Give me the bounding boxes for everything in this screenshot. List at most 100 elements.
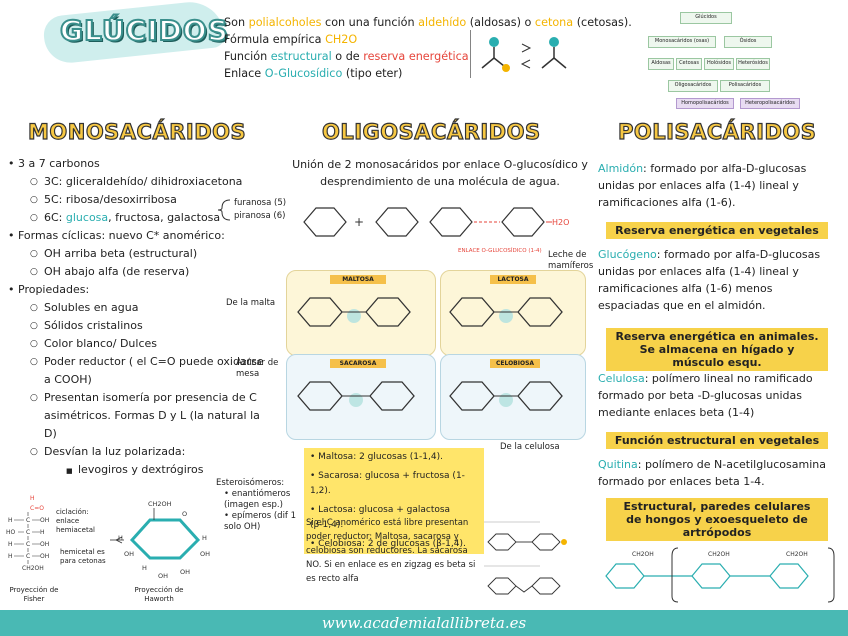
list-item: • Celobiosa: 2 de glucosas (β-1,4).: [304, 535, 484, 554]
svg-text:OH: OH: [158, 572, 168, 580]
svg-text:H: H: [30, 495, 35, 502]
glucogeno-text: Glucógeno: formado por alfa-D-glucosas u…: [598, 248, 821, 312]
polysaccharide-chain: CH2OH CH2OH CH2OH: [605, 547, 835, 603]
svg-text:+: +: [354, 215, 364, 229]
almidon-text: Almidón: formado por alfa-D-glucosas uni…: [598, 162, 807, 209]
list-item: OH abajo alfa (de reserva): [8, 263, 278, 281]
concept-holosidos: Holósidos: [704, 58, 734, 70]
poly-title: POLISACÁRIDOS: [617, 119, 817, 144]
list-item: 3 a 7 carbonos: [8, 155, 278, 173]
svg-text:H: H: [8, 541, 13, 548]
oligo-title: OLIGOSACÁRIDOS: [321, 119, 541, 144]
svg-text:C=O: C=O: [30, 505, 44, 512]
concept-mono: Monosacáridos (osas): [648, 36, 716, 48]
glucogeno-highlight: Reserva energética en animales. Se almac…: [606, 328, 828, 371]
svg-text:O: O: [182, 510, 187, 518]
concept-cetosas: Cetosas: [676, 58, 702, 70]
svg-text:CH2OH: CH2OH: [786, 551, 808, 558]
svg-text:OH: OH: [40, 553, 49, 560]
zigzag-structures: [484, 521, 567, 595]
ciclacion-label: ciclación: enlace hemiacetal: [56, 508, 95, 534]
celulosa-text: Celulosa: polímero lineal no ramificado …: [598, 372, 813, 419]
svg-text:CH2OH: CH2OH: [148, 500, 172, 508]
enantiomeros-item: • enantiómeros (imagen esp.): [224, 489, 291, 510]
list-item: levogiros y dextrógiros: [8, 461, 278, 480]
label-de-la-malta: De la malta: [226, 298, 276, 308]
svg-text:C: C: [26, 529, 30, 536]
fisher-projection: H C=O H C OH HO C H H C OH H C OH CH2OH: [6, 495, 49, 572]
svg-text:OH: OH: [200, 550, 210, 558]
svg-text:CH2OH: CH2OH: [708, 551, 730, 558]
label-leche: Leche de mamíferos: [548, 250, 594, 271]
svg-text:H: H: [40, 529, 45, 536]
mono-list: 3 a 7 carbonos 3C: gliceraldehído/ dihid…: [8, 155, 278, 480]
furanosa-label: furanosa (5): [234, 198, 287, 208]
estereoisomeros-box: Esteroisómeros: • enantiómeros (imagen e…: [216, 478, 300, 533]
panel-label-sacarosa: SACAROSA: [330, 359, 386, 368]
mono-title: MONOSACÁRIDOS: [27, 119, 247, 144]
list-item: Formas cíclicas: nuevo C* anomérico:: [8, 227, 278, 245]
brace-icon: [217, 199, 231, 221]
concept-aldosas: Aldosas: [648, 58, 674, 70]
list-item: OH arriba beta (estructural): [8, 245, 278, 263]
concept-osidos: Ósidos: [724, 36, 772, 48]
svg-text:ENLACE O-GLUCOSÍDICO (1-4): ENLACE O-GLUCOSÍDICO (1-4): [458, 247, 542, 254]
svg-text:OH: OH: [180, 568, 190, 576]
fisher-label: Proyección de Fisher: [9, 586, 59, 603]
hemicetal-label: hemicetal es para cetonas: [60, 548, 106, 565]
svg-text:HO: HO: [6, 529, 16, 536]
svg-text:H: H: [8, 517, 13, 524]
svg-text:C: C: [26, 541, 30, 548]
svg-text:CH2OH: CH2OH: [632, 551, 654, 558]
disaccharide-structures: [297, 297, 563, 411]
list-item: 3C: gliceraldehído/ dihidroxiacetona: [8, 173, 278, 191]
quitina-text: Quitina: polímero de N-acetilglucosamina…: [598, 458, 826, 488]
footer-url[interactable]: www.academialallibreta.es: [0, 610, 848, 636]
piranosa-label: piranosa (6): [234, 211, 286, 221]
list-item: Desvían la luz polarizada:: [8, 443, 278, 461]
svg-text:C: C: [26, 553, 30, 560]
svg-text:H: H: [202, 534, 207, 542]
concept-oligo: Oligosacáridos: [668, 80, 718, 92]
quitina-highlight: Estructural, paredes celulares de hongos…: [606, 498, 828, 541]
concept-hetero: Heteropolisacáridos: [740, 98, 800, 109]
concept-homo: Homopolisacáridos: [676, 98, 734, 109]
label-azucar: Azúcar de mesa: [236, 358, 279, 379]
haworth-label: Proyección de Haworth: [134, 586, 184, 603]
almidon-highlight: Reserva energética en vegetales: [606, 222, 828, 239]
svg-text:OH: OH: [124, 550, 134, 558]
oligo-summary: • Maltosa: 2 glucosas (1-1,4). • Sacaros…: [304, 448, 484, 554]
list-item: Sólidos cristalinos: [8, 317, 278, 335]
list-item: Presentan isomería por presencia de C as…: [8, 389, 264, 443]
concept-poli: Polisacáridos: [720, 80, 770, 92]
list-item: Propiedades:: [8, 281, 278, 299]
intro-text: Son polialcoholes con una función aldehí…: [224, 16, 632, 80]
epimeros-item: • epímeros (dif 1 solo OH): [224, 511, 297, 532]
svg-text:C: C: [26, 517, 30, 524]
panel-label-celobiosa: CELOBIOSA: [490, 359, 540, 368]
svg-text:OH: OH: [40, 541, 49, 548]
list-item: 6C: glucosa, fructosa, galactosa: [8, 209, 278, 227]
oligo-desc: Unión de 2 monosacáridos por enlace O-gl…: [292, 158, 588, 188]
svg-text:CH2OH: CH2OH: [22, 565, 44, 572]
list-item: 5C: ribosa/desoxirribosa: [8, 191, 278, 209]
estereoisomeros-title: Esteroisómeros:: [216, 478, 285, 488]
panel-maltosa: [286, 270, 436, 356]
list-item: Color blanco/ Dulces: [8, 335, 278, 353]
svg-text:H: H: [142, 564, 147, 572]
list-item: • Lactosa: glucosa + galactosa (β-1,4).: [304, 501, 484, 535]
svg-text:H: H: [8, 553, 13, 560]
list-item: • Sacarosa: glucosa + fructosa (1-1,2).: [304, 467, 484, 501]
reductor-note: Si el C anomérico está libre presentan p…: [306, 518, 476, 584]
page-title: GLÚCIDOS: [59, 13, 229, 48]
svg-text:OH: OH: [40, 517, 49, 524]
celulosa-highlight: Función estructural en vegetales: [606, 432, 828, 449]
glycosidic-reaction-diagram: + H2O ENLACE O-GLUCOSÍDICO (1-4): [303, 207, 569, 254]
list-item: • Maltosa: 2 glucosas (1-1,4).: [304, 448, 484, 467]
list-item: Poder reductor ( el C=O puede oxidarse a…: [8, 353, 264, 389]
panel-label-lactosa: LACTOSA: [490, 275, 536, 284]
svg-text:H2O: H2O: [552, 218, 569, 227]
concept-root: Glúcidos: [680, 12, 732, 24]
carbonyl-diagram: [470, 30, 567, 78]
